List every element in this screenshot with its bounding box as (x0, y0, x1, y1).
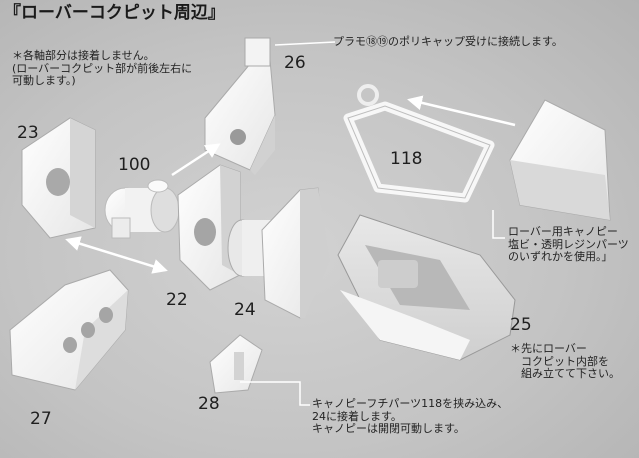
note-cockpit-inner: ＊先にローバー コクピット内部を 組み立てて下さい。 (510, 342, 620, 381)
label-100: 100 (118, 155, 151, 175)
arrows (65, 95, 516, 274)
page-title: 『ローバーコクピット周辺』 (4, 3, 225, 23)
label-118: 118 (390, 149, 423, 169)
label-22: 22 (166, 290, 188, 310)
note-plamo: プラモ⑱⑲のポリキャップ受けに接続します。 (333, 35, 563, 48)
part-24 (227, 187, 330, 319)
part-100 (104, 179, 180, 239)
label-26: 26 (284, 53, 306, 73)
note-canopy-material: ローバー用キャノピー 塩ビ・透明レジンパーツ のいずれかを使用。」 (508, 225, 629, 264)
part-23 (21, 117, 96, 239)
part-27 (9, 269, 129, 391)
label-27: 27 (30, 409, 52, 429)
canopy (509, 99, 611, 221)
note-axis: ＊各軸部分は接着しません。 (ローバーコクピット部が前後左右に 可動します。) (12, 49, 193, 88)
label-25: 25 (510, 315, 532, 335)
label-23: 23 (17, 123, 39, 143)
label-24: 24 (234, 300, 256, 320)
part-25 (337, 214, 516, 361)
part-26 (204, 37, 276, 175)
label-28: 28 (198, 394, 220, 414)
part-118 (343, 84, 495, 203)
leader-lines (240, 41, 505, 406)
note-frame: キャノピーフチパーツ118を挟み込み、 24に接着します。 キャノピーは開閉可動… (312, 397, 509, 436)
part-22 (177, 164, 241, 291)
part-28 (209, 334, 263, 394)
